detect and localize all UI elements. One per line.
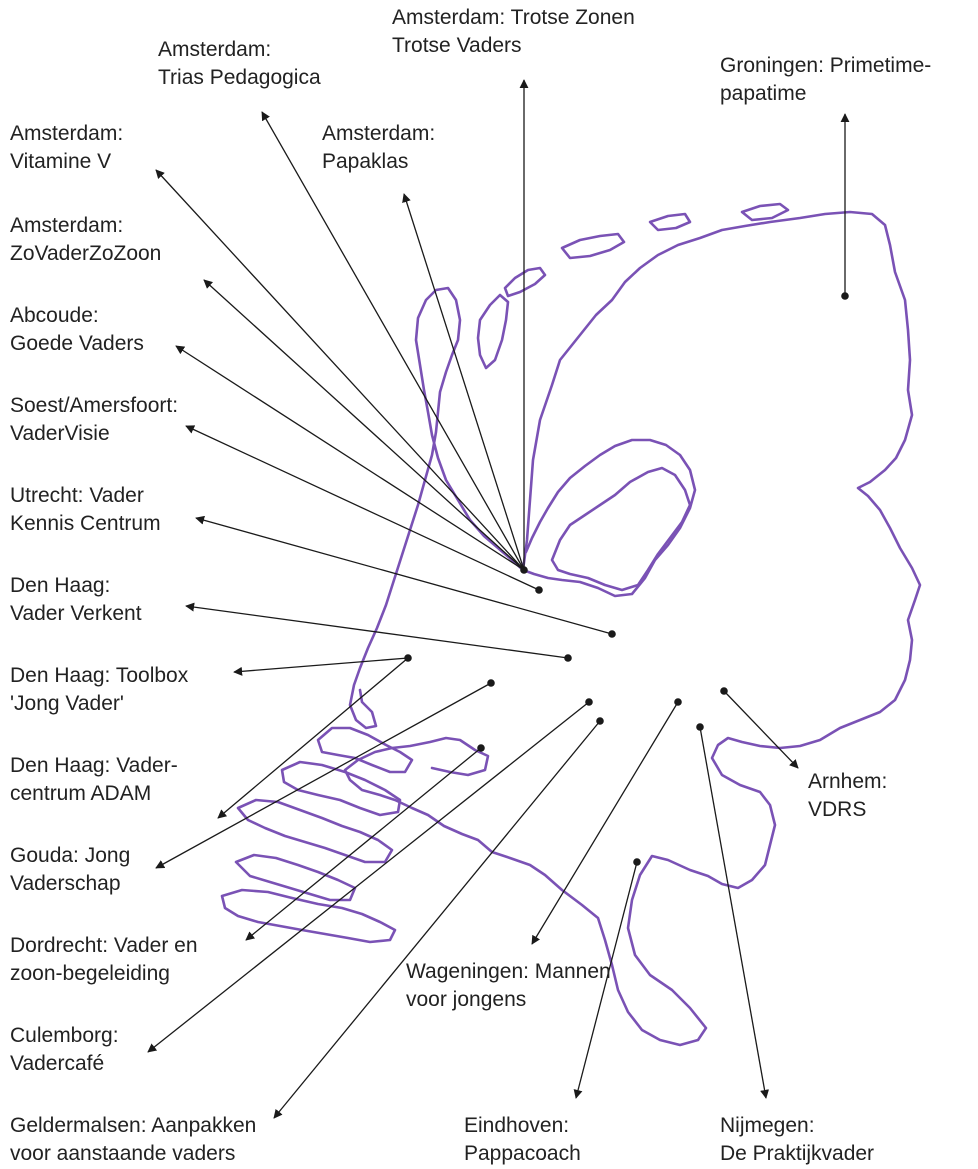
- dot-dordrecht: [477, 744, 485, 752]
- zeeland-island-3: [236, 798, 394, 864]
- arrow-denhaag-toolbox: [233, 657, 409, 676]
- zeeuws-vlaanderen: [220, 888, 397, 944]
- arrow-denhaag-verkent: [185, 602, 569, 659]
- arrow-abcoude: [175, 345, 525, 571]
- dot-utrecht: [608, 630, 616, 638]
- vlieland: [503, 266, 547, 298]
- arrow-lines: [147, 79, 850, 1119]
- dot-eindhoven: [633, 858, 641, 866]
- label-ams-zovader: Amsterdam:ZoVaderZoZoon: [10, 214, 162, 265]
- arrow-ams-zovader: [203, 279, 525, 571]
- texel: [476, 293, 510, 370]
- location-dots: [404, 292, 849, 866]
- label-ams-vitamine: Amsterdam:Vitamine V: [10, 122, 124, 173]
- arrow-wageningen: [531, 701, 679, 945]
- arrow-geldermalsen: [273, 720, 601, 1119]
- flevoland: [550, 466, 692, 592]
- dot-arnhem: [720, 687, 728, 695]
- arrow-ams-papaklas: [402, 193, 525, 571]
- label-denhaag-verkent: Den Haag:Vader Verkent: [10, 574, 142, 625]
- dot-ams-trotse: [520, 566, 528, 574]
- dot-denhaag-toolbox: [404, 654, 412, 662]
- arrow-utrecht: [195, 515, 613, 635]
- dot-groningen: [841, 292, 849, 300]
- dot-gouda: [487, 679, 495, 687]
- zeeland-island-2: [280, 760, 402, 817]
- dot-culemborg: [585, 698, 593, 706]
- dot-wageningen: [674, 698, 682, 706]
- arrow-gouda: [155, 682, 492, 869]
- label-culemborg: Culemborg:Vadercafé: [10, 1024, 119, 1075]
- zeeland-island-4: [234, 853, 357, 902]
- arrow-ams-vitamine: [155, 169, 525, 571]
- holland-coast: [348, 286, 525, 730]
- label-arnhem: Arnhem:VDRS: [808, 770, 888, 821]
- dot-nijmegen: [696, 723, 704, 731]
- ameland: [648, 212, 692, 232]
- zeeland-island-1: [316, 726, 414, 774]
- arrow-eindhoven: [573, 861, 638, 1099]
- arrow-ams-trias: [261, 111, 525, 571]
- label-ams-papaklas: Amsterdam:Papaklas: [322, 122, 436, 173]
- arrow-nijmegen: [699, 726, 770, 1099]
- dot-soest: [535, 586, 543, 594]
- arrow-denhaag-adam: [217, 657, 409, 819]
- mainland-coast: [343, 210, 922, 1047]
- country-outline: [220, 202, 922, 1047]
- label-ams-trias: Amsterdam:Trias Pedagogica: [158, 38, 321, 89]
- label-nijmegen: Nijmegen:De Praktijkvader: [720, 1114, 875, 1165]
- label-denhaag-adam: Den Haag: Vader-centrum ADAM: [10, 754, 178, 805]
- label-groningen: Groningen: Primetime-papatime: [720, 54, 932, 105]
- dot-geldermalsen: [596, 717, 604, 725]
- arrow-soest: [185, 425, 540, 591]
- ijsselmeer-shore: [521, 438, 697, 598]
- schiermonnikoog: [740, 202, 790, 222]
- arrow-arnhem: [723, 690, 799, 769]
- label-eindhoven: Eindhoven:Pappacoach: [464, 1114, 581, 1165]
- label-abcoude: Abcoude:Goede Vaders: [10, 304, 144, 355]
- dot-denhaag-verkent: [564, 654, 572, 662]
- label-soest: Soest/Amersfoort:VaderVisie: [10, 394, 179, 445]
- arrow-dordrecht: [245, 747, 482, 941]
- arrow-culemborg: [147, 701, 590, 1053]
- label-denhaag-toolbox: Den Haag: Toolbox'Jong Vader': [10, 664, 189, 715]
- terschelling: [560, 232, 626, 260]
